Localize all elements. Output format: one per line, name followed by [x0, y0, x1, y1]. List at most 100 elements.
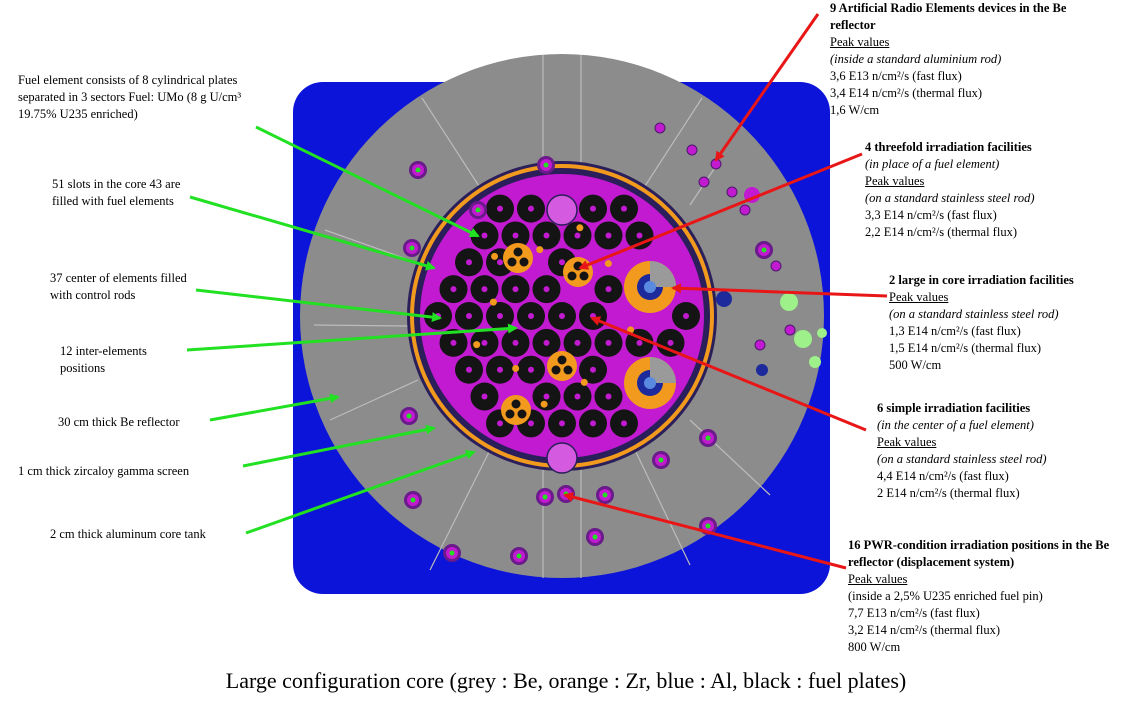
control-rod-position: [590, 366, 596, 373]
large-incore-facility-top: [624, 261, 676, 313]
reflector-hole: [756, 364, 768, 376]
green-arrows: [186, 125, 518, 535]
radio-element-device: [770, 260, 782, 272]
pwr-irradiation-position: [699, 429, 717, 447]
control-rod-position: [512, 339, 519, 346]
pwr-irradiation-position: [400, 407, 418, 425]
threefold-facility: [501, 395, 531, 425]
label-slots: 51 slots in the core 43 are filled with …: [52, 177, 181, 208]
pwr-irradiation-position: [409, 161, 427, 179]
control-rod-position: [683, 313, 689, 319]
reflector-devices: [400, 122, 827, 565]
pwr-irradiation-position: [443, 544, 461, 562]
reflector-hole: [794, 330, 812, 348]
pwr-irradiation-position: [510, 547, 528, 565]
control-rod-position: [481, 286, 488, 293]
control-rod-position: [512, 286, 519, 293]
inter-element-position: [489, 298, 497, 306]
arrow-radio-elements: [714, 13, 820, 162]
control-rod-position: [497, 313, 503, 319]
control-rod-position: [559, 313, 565, 319]
reflector-hole: [809, 356, 821, 368]
label-inter-elements: 12 inter-elements positions: [60, 344, 147, 375]
reflector-hole: [716, 291, 732, 307]
control-rod-position: [528, 366, 534, 373]
threefold-facilities: [501, 243, 593, 425]
control-rod-position: [621, 205, 627, 212]
control-rod-position: [466, 313, 472, 319]
control-rod-position: [667, 339, 674, 346]
inter-element-position: [580, 378, 588, 386]
label-be-reflector: 30 cm thick Be reflector: [58, 415, 180, 429]
threefold-facility: [563, 257, 593, 287]
control-rod-position: [466, 366, 472, 373]
arrow-be-reflector: [209, 393, 340, 422]
threefold-facility: [503, 243, 533, 273]
control-rod-position: [636, 232, 643, 239]
control-rod-position: [621, 420, 627, 427]
inter-element-position: [604, 260, 612, 268]
arrow-large-incore: [671, 283, 888, 298]
control-rod-position: [605, 339, 612, 346]
pwr-irradiation-position: [596, 486, 614, 504]
control-rod-position: [450, 339, 457, 346]
radio-element-device: [686, 144, 698, 156]
radio-element-device: [739, 204, 751, 216]
control-rod-position: [605, 286, 612, 293]
control-rod-position: [559, 259, 565, 266]
label-threefold: 4 threefold irradiation facilities (in p…: [865, 140, 1035, 239]
label-radio-elements: 9 Artificial Radio Elements devices in t…: [830, 1, 1067, 117]
label-core-tank: 2 cm thick aluminum core tank: [50, 527, 206, 541]
radio-element-device: [784, 324, 796, 336]
large-incore-facility-bottom: [624, 357, 676, 409]
inter-element-position: [473, 341, 481, 349]
control-rod-position: [450, 286, 457, 293]
control-rod-position: [559, 420, 565, 427]
control-rod-position: [605, 232, 612, 239]
control-rod-position: [605, 393, 612, 400]
pwr-irradiation-position: [755, 241, 773, 259]
radio-element-device: [710, 158, 722, 170]
control-rod-position: [528, 313, 534, 319]
figure-caption: Large configuration core (grey : Be, ora…: [225, 668, 907, 693]
radio-element-device: [726, 186, 738, 198]
control-rod-position: [481, 232, 488, 239]
control-rod-position: [497, 420, 503, 427]
control-rod-position: [574, 232, 581, 239]
control-rod-position: [497, 205, 503, 212]
threefold-facility: [547, 351, 577, 381]
pwr-irradiation-position: [469, 201, 487, 219]
control-rod-position: [636, 339, 643, 346]
arrow-threefold: [578, 152, 863, 270]
radio-element-device: [654, 122, 666, 134]
reflector-hole: [780, 293, 798, 311]
pwr-irradiation-position: [652, 451, 670, 469]
control-rod-position: [543, 393, 550, 400]
control-rod-position: [543, 286, 550, 293]
control-rod-position: [574, 339, 581, 346]
control-rod-position: [574, 393, 581, 400]
radio-element-device: [754, 339, 766, 351]
control-rod-position: [481, 393, 488, 400]
radio-element-device: [698, 176, 710, 188]
core-bottom-water-hole: [546, 442, 578, 474]
control-rod-position: [466, 259, 472, 266]
inter-element-position: [540, 400, 548, 408]
pwr-irradiation-position: [403, 239, 421, 257]
label-simple: 6 simple irradiation facilities (in the …: [877, 401, 1047, 500]
control-rod-position: [528, 420, 534, 427]
label-gamma-screen: 1 cm thick zircaloy gamma screen: [18, 464, 190, 478]
inter-element-position: [576, 224, 584, 232]
arrow-slots: [189, 195, 436, 271]
control-rod-position: [543, 339, 550, 346]
control-rod-position: [528, 205, 534, 212]
label-fuel-element: Fuel element consists of 8 cylindrical p…: [18, 73, 242, 121]
pwr-irradiation-position: [586, 528, 604, 546]
control-rod-position: [497, 259, 503, 266]
control-rod-position: [497, 366, 503, 373]
pwr-irradiation-position: [536, 488, 554, 506]
arrow-pwr: [563, 492, 847, 570]
control-rod-position: [590, 420, 596, 427]
core-top-water-hole: [546, 194, 578, 226]
